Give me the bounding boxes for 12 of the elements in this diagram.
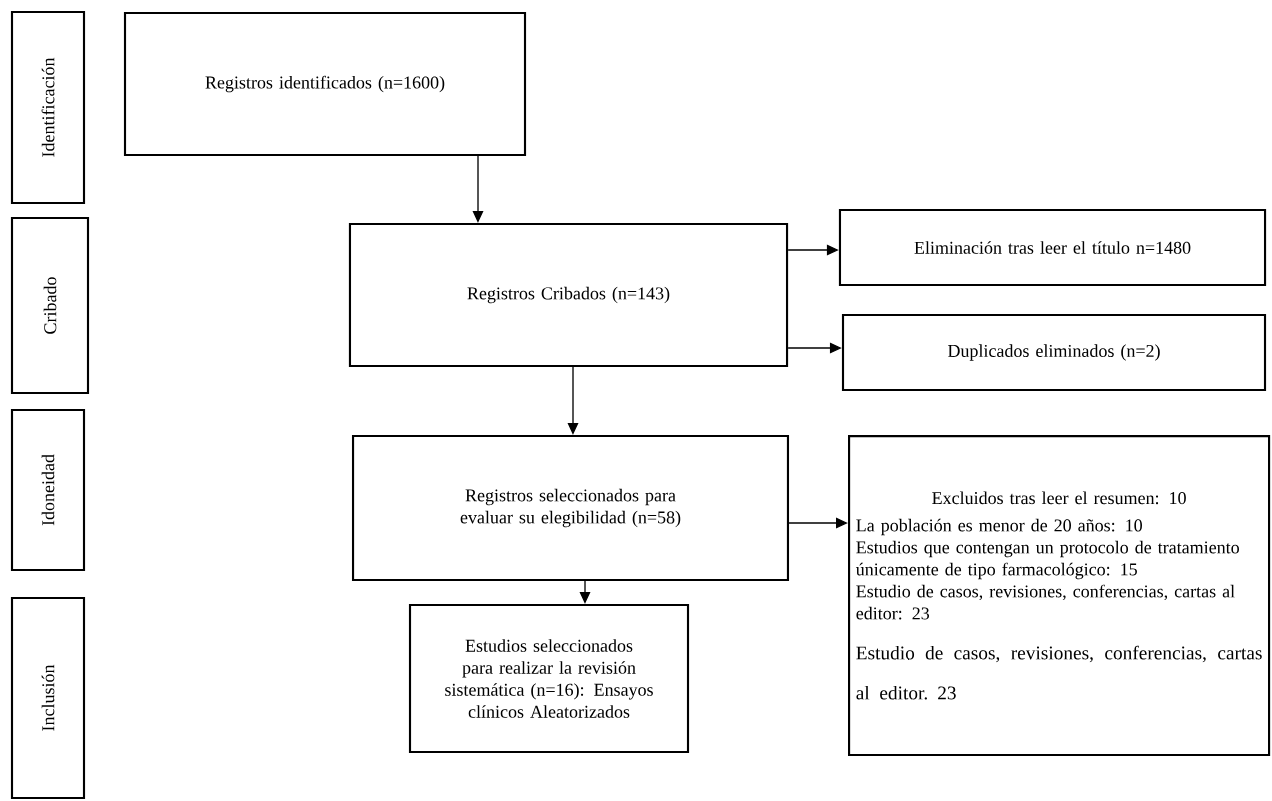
process-box: Registros seleccionados para evaluar su elegibilidad (n=58): [351, 434, 790, 582]
arrow: [788, 517, 848, 529]
process-box: Registros Cribados (n=143): [348, 222, 789, 368]
phase-box: Idoneidad: [10, 408, 86, 572]
process-box: Registros identificados (n=1600): [123, 11, 527, 157]
phase-box: Inclusión: [10, 596, 86, 800]
phase-box: Cribado: [10, 216, 90, 395]
process-box: Estudios seleccionados para realizar la revisión sistemática (n=16): Ensayos clínicos Aleatorizados: [408, 603, 690, 754]
process-box: Eliminación tras leer el título n=1480: [838, 208, 1267, 287]
exclusion-box: Excluidos tras leer el resumen: 10 La población es menor de 20 años: 10 Estudios que contengan un protocolo de tratamiento únicamente de tipo farmacológico: 15 Estudio de casos, revisiones, conferencias, cartas al editor: 23 Estudio de casos, revisiones, conferencias, cartas al editor. 23: [848, 435, 1271, 757]
process-box: Duplicados eliminados (n=2): [841, 313, 1267, 392]
phase-box: Identificación: [10, 10, 86, 205]
